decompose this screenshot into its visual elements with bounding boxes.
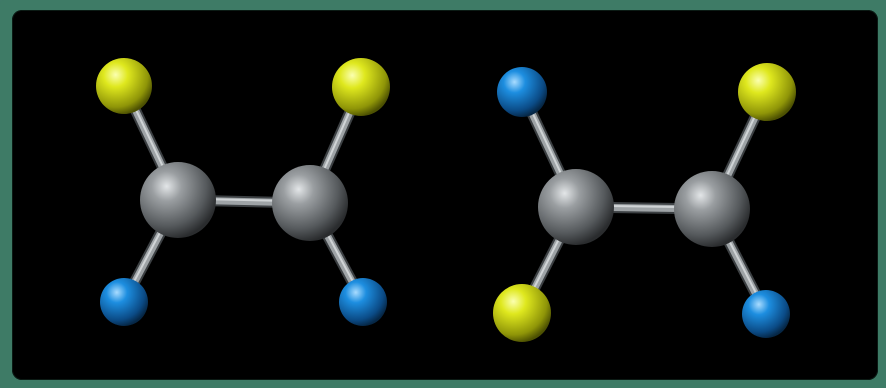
carbon-c1: [140, 162, 216, 238]
yellow-atom-y3: [738, 63, 796, 121]
yellow-atom-y1: [96, 58, 152, 114]
molecule-panel: [12, 10, 878, 380]
blue-atom-b4: [742, 290, 790, 338]
blue-atom-b2: [339, 278, 387, 326]
blue-atom-b3: [497, 67, 547, 117]
blue-atom-b1: [100, 278, 148, 326]
yellow-atom-y2: [332, 58, 390, 116]
yellow-atom-y4: [493, 284, 551, 342]
trans-isomer: [493, 63, 796, 342]
carbon-c4: [674, 171, 750, 247]
bonds-layer: [118, 80, 773, 320]
carbon-c2: [272, 165, 348, 241]
molecules-diagram: [96, 58, 796, 342]
carbon-c3: [538, 169, 614, 245]
atoms-layer: [96, 58, 796, 342]
cis-isomer: [96, 58, 390, 326]
